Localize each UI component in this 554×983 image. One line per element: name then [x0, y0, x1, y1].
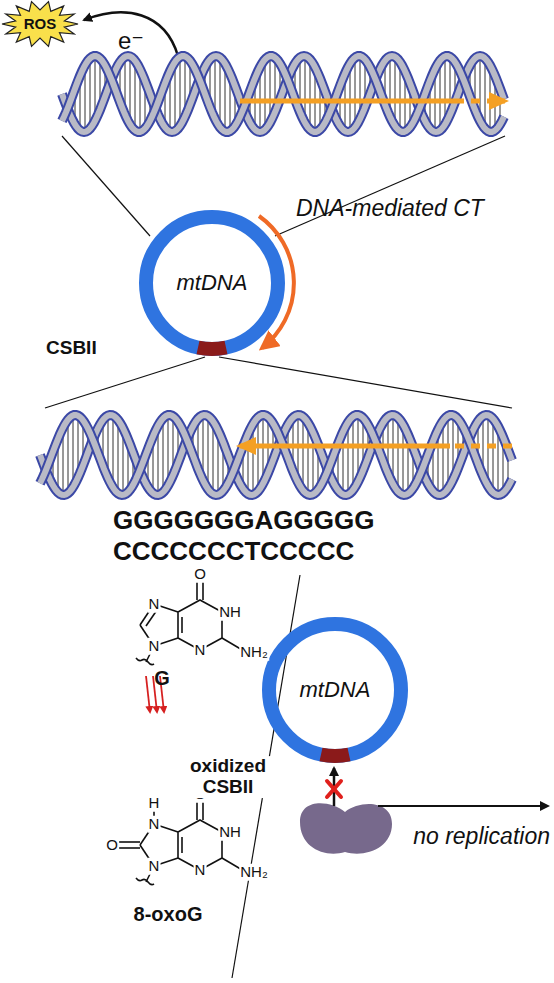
atom-label: N	[194, 642, 207, 659]
atom-label: NH₂	[239, 864, 269, 881]
backbone	[40, 415, 512, 495]
region-label: CSBII	[46, 338, 97, 359]
base-pair	[68, 420, 69, 494]
red-cross	[327, 781, 341, 797]
atom-label: NH	[218, 604, 242, 621]
backbone	[62, 56, 504, 132]
base-pair	[440, 61, 441, 131]
atom-label: N	[148, 596, 161, 613]
ct-arrow	[240, 444, 450, 449]
ros-burst: ROS	[10, 6, 70, 42]
base-pair	[398, 418, 399, 492]
sequence: CCCCCCCTCCCCC	[113, 537, 354, 566]
atom-label: O	[193, 566, 207, 583]
atom-label: N	[148, 638, 161, 655]
base-pair	[258, 417, 259, 491]
node-label: mtDNA	[177, 271, 248, 295]
status-label: no replication	[413, 824, 550, 849]
atom-label: N	[148, 816, 161, 833]
ct-arrow	[450, 444, 512, 449]
ct-label: DNA-mediated CT	[296, 196, 484, 221]
base-pair	[303, 417, 304, 491]
atom-label: H	[148, 795, 161, 812]
base-pair	[90, 58, 91, 128]
region-label: oxidized CSBII	[181, 756, 276, 798]
polymerase-blob	[300, 803, 392, 853]
ros-starburst	[2, 2, 78, 47]
electron-label: e⁻	[118, 28, 144, 54]
dna-helix	[40, 415, 512, 495]
backbone	[40, 415, 512, 495]
sequence: GGGGGGGAGGGGG	[113, 506, 374, 535]
ct-arc-arrow	[259, 216, 294, 348]
node-label: mtDNA	[300, 678, 371, 702]
zoom-line	[45, 357, 205, 408]
zoom-line	[275, 136, 505, 236]
mtdna-ring	[146, 217, 278, 349]
base-pair	[493, 419, 494, 493]
base-pair	[213, 421, 214, 494]
backbone-outline	[62, 56, 504, 132]
ct-arrow	[455, 99, 505, 104]
mtdna-circle: mtDNA	[157, 263, 267, 303]
mtdna-circle: mtDNA	[280, 670, 390, 710]
guanine-structure	[136, 578, 244, 665]
base-pair	[448, 416, 449, 489]
node-label: ROS	[24, 16, 57, 33]
electron-arrow	[84, 12, 178, 56]
base-pair	[353, 417, 354, 490]
csbii-segment	[321, 755, 349, 757]
zoom-line	[62, 136, 150, 236]
zoom-line	[219, 357, 512, 408]
base-pair	[220, 58, 221, 128]
backbone-outline	[40, 415, 512, 495]
backbone-outline	[62, 56, 504, 132]
atom-label: NH₂	[239, 644, 269, 661]
base-pair	[208, 416, 209, 489]
atom-label: N	[194, 862, 207, 879]
backbone	[62, 56, 504, 132]
oxoguanine-structure	[116, 798, 244, 885]
atom-label: NH	[218, 824, 242, 841]
base-pair	[265, 59, 266, 129]
base-pair	[355, 58, 356, 128]
base-pair	[310, 59, 311, 129]
dna-helix	[62, 56, 504, 132]
backbone-outline	[40, 415, 512, 495]
structure-name: G	[154, 667, 170, 689]
atom-label: O	[105, 837, 119, 854]
base-pair	[118, 420, 119, 493]
atom-label: N	[148, 858, 161, 875]
base-pair	[163, 418, 164, 492]
structure-name: 8-oxoG	[134, 903, 203, 925]
ct-arrow	[240, 99, 455, 104]
mtdna-ring	[269, 624, 401, 756]
base-pair	[485, 58, 486, 128]
csbii-segment	[198, 348, 226, 350]
base-pair	[443, 421, 444, 494]
base-pair	[135, 61, 136, 131]
replication-arrow	[378, 805, 548, 807]
